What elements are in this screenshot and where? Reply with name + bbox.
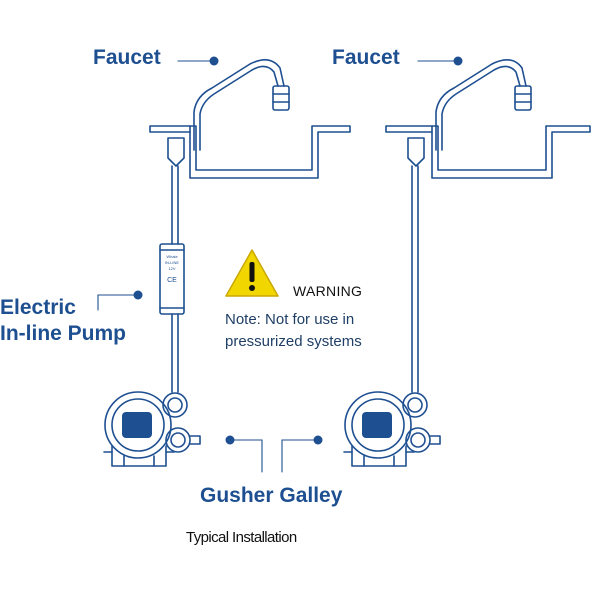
warning-note-line1: Note: Not for use in xyxy=(225,311,355,328)
faucet-spout-right xyxy=(435,59,527,151)
sink-outline-right xyxy=(385,125,433,133)
leader-dots xyxy=(133,56,463,445)
inline-pump-mark: CE xyxy=(167,277,177,284)
gusher-label: Gusher Galley xyxy=(200,484,343,507)
pump-label-line2: In-line Pump xyxy=(0,322,126,345)
sink-basin-left xyxy=(189,125,351,179)
inline-pump-volt: 12V xyxy=(168,266,175,271)
valve-elbow-right xyxy=(407,137,425,167)
faucet-aerator-right xyxy=(514,85,532,111)
pump-window-right xyxy=(362,412,392,438)
gusher-pump-left xyxy=(103,391,201,467)
pump-label-line1: Electric xyxy=(0,296,76,319)
faucet-label-left: Faucet xyxy=(93,46,161,69)
inline-pump-brand: Whale xyxy=(166,254,178,259)
sink-basin-right xyxy=(431,125,591,179)
faucet-spout-left xyxy=(193,59,285,151)
faucet-aerator-left xyxy=(272,85,290,111)
gusher-pump-right xyxy=(343,391,441,467)
inline-pump-model: IN-LINE xyxy=(165,260,180,265)
pump-window-left xyxy=(122,412,152,438)
warning-triangle-icon xyxy=(225,249,279,297)
warning-title: WARNING xyxy=(293,283,363,299)
diagram-caption: Typical Installation xyxy=(186,529,297,546)
sink-outline-left xyxy=(149,125,191,133)
warning-note-line2: pressurized systems xyxy=(225,333,362,350)
faucet-label-right: Faucet xyxy=(332,46,400,69)
valve-elbow-left xyxy=(167,137,185,167)
